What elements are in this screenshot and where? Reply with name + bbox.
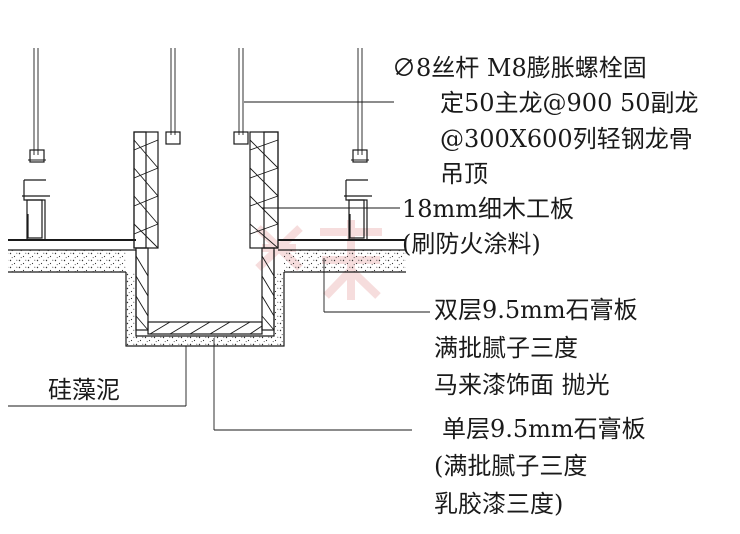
label-diatom: 硅藻泥 <box>48 376 120 404</box>
label-hanger-1: ∅8丝杆 M8膨胀螺栓固 <box>392 54 647 82</box>
label-hanger-2: 定50主龙@900 50副龙 <box>440 89 699 117</box>
label-double-2: 满批腻子三度 <box>434 334 578 362</box>
leader-lines <box>8 101 430 431</box>
label-double-1: 双层9.5mm石膏板 <box>434 296 638 324</box>
keel-brackets <box>22 179 372 241</box>
groove-bottom-board <box>147 321 263 335</box>
gypsum-layers <box>8 239 406 347</box>
wood-board-left <box>133 131 159 249</box>
label-board-2: (刷防火涂料) <box>402 230 541 258</box>
groove-walls <box>135 247 275 331</box>
label-hanger-3: @300X600列轻钢龙骨 <box>440 125 693 153</box>
label-single-1: 单层9.5mm石膏板 <box>442 415 646 443</box>
label-hanger-4: 吊顶 <box>440 160 488 188</box>
label-single-2: (满批腻子三度 <box>434 452 587 480</box>
label-double-3: 马来漆饰面 抛光 <box>434 371 610 399</box>
hanger-rods <box>33 48 363 155</box>
label-board-1: 18mm细木工板 <box>402 195 574 223</box>
rod-nuts <box>28 131 369 163</box>
label-single-3: 乳胶漆三度) <box>434 490 563 518</box>
wood-board-right <box>249 131 279 249</box>
